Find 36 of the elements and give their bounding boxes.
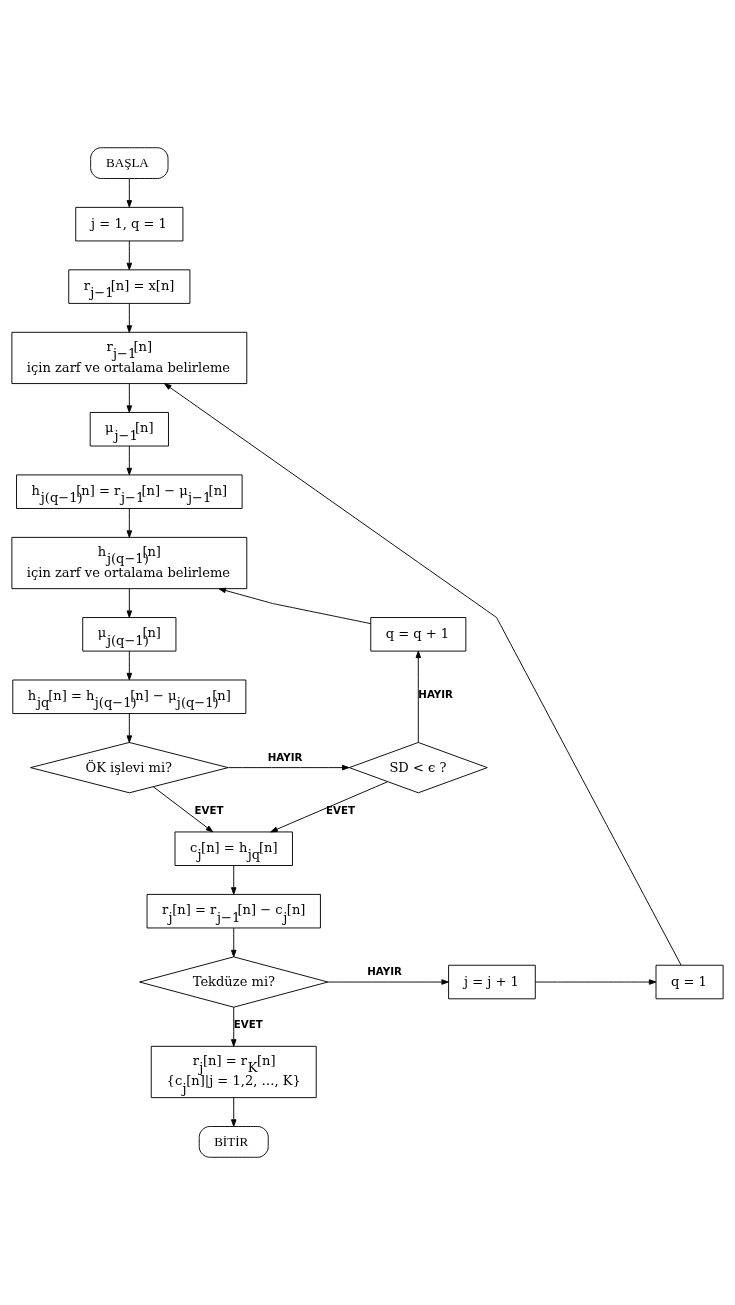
arrow xyxy=(270,781,388,833)
node-box: BAŞLA xyxy=(90,147,169,179)
arrow xyxy=(126,588,133,618)
node-diamond: Tekdüze mi? xyxy=(139,956,329,1008)
node-box: q = q + 1 xyxy=(370,617,467,652)
edge-label: HAYIR xyxy=(367,965,402,978)
node-box: j = j + 1 xyxy=(448,964,536,1000)
arrow xyxy=(231,865,237,895)
arrow xyxy=(126,508,133,538)
edge-label: EVET xyxy=(194,804,224,817)
edge-label: EVET xyxy=(233,1018,263,1031)
arrow xyxy=(218,587,372,625)
arrow xyxy=(126,240,133,271)
node-box: q = 1 xyxy=(655,964,724,1000)
arrow xyxy=(231,927,237,958)
edge-label: HAYIR xyxy=(267,750,303,763)
arrow xyxy=(535,979,657,985)
arrow xyxy=(126,713,133,743)
arrow xyxy=(231,1006,237,1047)
arrow xyxy=(126,445,133,476)
arrow xyxy=(126,650,133,681)
arrow xyxy=(164,383,682,966)
arrow xyxy=(327,979,449,985)
node-diamond: ÖK işlevi mi? xyxy=(30,742,229,794)
arrow xyxy=(415,650,422,743)
node-box: j = 1, q = 1 xyxy=(75,206,184,242)
node-diamond: SD < ϵ ? xyxy=(348,742,488,794)
arrow xyxy=(126,383,133,413)
arrow xyxy=(126,178,133,208)
arrow xyxy=(126,303,133,333)
arrow xyxy=(227,764,350,771)
node-box: BİTİR xyxy=(198,1126,269,1158)
edge-label: HAYIR xyxy=(418,688,453,701)
arrow xyxy=(152,786,214,833)
arrow xyxy=(231,1097,237,1127)
edge-label: EVET xyxy=(326,804,355,817)
